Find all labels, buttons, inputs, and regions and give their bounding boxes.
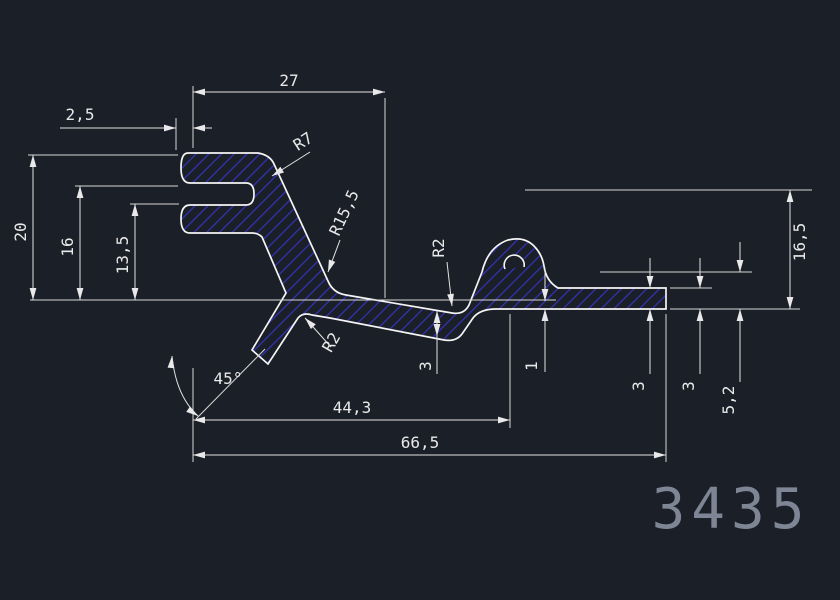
dim-3-end[interactable]: 3	[679, 258, 704, 391]
dim-1-text: 1	[522, 361, 541, 371]
dim-27-text: 27	[279, 71, 298, 90]
dim-1[interactable]: 1	[522, 268, 549, 372]
dim-16[interactable]: 16	[58, 186, 84, 300]
dim-44-3[interactable]: 44,3	[193, 398, 510, 424]
ext-chamfer-45	[195, 348, 266, 420]
leader-r2-hook-text: R2	[429, 238, 448, 257]
profile-outline[interactable]	[180, 152, 667, 366]
dim-5-2[interactable]: 5,2	[719, 242, 744, 415]
part-number-label: 3435	[652, 477, 811, 542]
extension-lines	[28, 86, 812, 462]
dim-20[interactable]: 20	[11, 155, 37, 300]
dim-27[interactable]: 27	[193, 71, 385, 96]
dim-45-angle[interactable]: 45°	[167, 355, 243, 419]
dim-2-5-text: 2,5	[66, 105, 95, 124]
dim-16-5-text: 16,5	[790, 223, 809, 262]
dim-2-5[interactable]: 2,5	[60, 105, 212, 132]
dim-5-2-text: 5,2	[719, 386, 738, 415]
dim-3-end-text: 3	[679, 381, 698, 391]
profile-geometry[interactable]	[180, 152, 667, 366]
dim-45-text: 45°	[214, 369, 243, 388]
dim-66-5-text: 66,5	[401, 433, 440, 452]
hook-inner-curl	[503, 254, 525, 270]
dim-3-wall-text: 3	[416, 361, 435, 371]
dim-44-3-text: 44,3	[333, 398, 372, 417]
dim-3-wall[interactable]: 3	[416, 311, 441, 374]
dim-13-5[interactable]: 13,5	[113, 204, 139, 300]
dim-13-5-text: 13,5	[113, 236, 132, 275]
dim-20-text: 20	[11, 222, 30, 241]
dim-3-bar-text: 3	[629, 381, 648, 391]
dim-66-5[interactable]: 66,5	[193, 433, 666, 459]
dim-16-5[interactable]: 16,5	[786, 190, 809, 309]
leader-r2-hook[interactable]: R2	[429, 238, 456, 307]
dim-16-text: 16	[58, 237, 77, 256]
dim-3-bar[interactable]: 3	[629, 258, 654, 391]
